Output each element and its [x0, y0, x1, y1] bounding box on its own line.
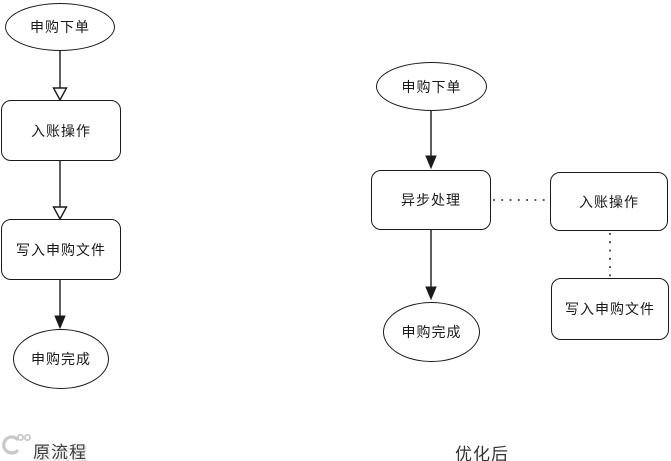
node-right-end: 申购完成 [383, 302, 480, 362]
node-label: 异步处理 [401, 193, 461, 209]
caption-optimized-flow: 优化后 [455, 445, 509, 461]
node-label: 申购下单 [401, 79, 462, 96]
node-right-async: 异步处理 [371, 170, 491, 230]
caption-original-flow: 原流程 [33, 443, 87, 461]
filled-arrowhead-icon [425, 155, 437, 170]
hollow-arrowhead-icon [52, 206, 68, 221]
node-label: 申购完成 [401, 325, 462, 341]
node-right-write-file: 写入申购文件 [551, 278, 669, 340]
node-label: 申购完成 [31, 352, 91, 368]
node-left-write-file: 写入申购文件 [1, 219, 121, 280]
node-label: 写入申购文件 [565, 302, 655, 318]
node-label: 入账操作 [579, 194, 639, 211]
watermark-logo-icon [2, 434, 31, 455]
node-left-start: 申购下单 [5, 3, 115, 51]
node-label: 写入申购文件 [16, 242, 106, 259]
node-left-end: 申购完成 [13, 329, 109, 389]
node-right-accounting: 入账操作 [550, 172, 668, 231]
filled-arrowhead-icon [425, 286, 437, 301]
node-left-accounting: 入账操作 [1, 100, 121, 161]
node-label: 申购下单 [30, 20, 90, 36]
node-label: 入账操作 [31, 123, 91, 140]
node-right-start: 申购下单 [376, 62, 487, 111]
filled-arrowhead-icon [54, 315, 66, 330]
hollow-arrowhead-icon [52, 87, 68, 102]
